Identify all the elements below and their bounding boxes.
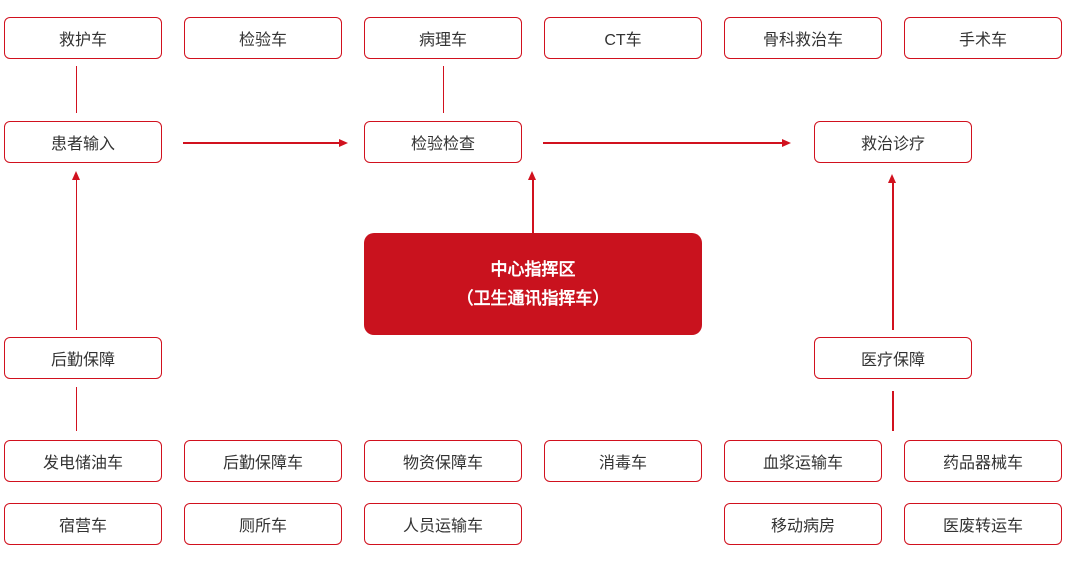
node-command-center: 中心指挥区 （卫生通讯指挥车） <box>364 233 702 335</box>
arrow-command-to-examination-line <box>532 179 534 233</box>
command-center-subtitle: （卫生通讯指挥车） <box>456 289 610 308</box>
node-medical-support: 医疗保障 <box>814 337 972 379</box>
arrow-patient-intake-to-examination-line <box>183 142 339 144</box>
node-treatment: 救治诊疗 <box>814 121 972 163</box>
node-orthopedic-vehicle: 骨科救治车 <box>724 17 882 59</box>
arrow-examination-to-treatment-line <box>543 142 782 144</box>
node-ambulance: 救护车 <box>4 17 162 59</box>
node-surgery-vehicle: 手术车 <box>904 17 1062 59</box>
node-personnel-vehicle: 人员运输车 <box>364 503 522 545</box>
node-lab-test-vehicle: 检验车 <box>184 17 342 59</box>
arrow-command-to-examination-head-icon <box>528 171 537 180</box>
connector-logistics-to-power-vehicle <box>75 387 77 431</box>
command-center-title: 中心指挥区 <box>490 260 576 279</box>
connector-pathology-to-examination <box>442 66 444 113</box>
arrow-logistics-to-patient-intake-head-icon <box>71 171 80 180</box>
node-patient-intake: 患者输入 <box>4 121 162 163</box>
node-examination: 检验检查 <box>364 121 522 163</box>
node-ct-vehicle: CT车 <box>544 17 702 59</box>
node-logistics-vehicle: 后勤保障车 <box>184 440 342 482</box>
arrow-logistics-to-patient-intake-line <box>75 179 77 330</box>
node-toilet-vehicle: 厕所车 <box>184 503 342 545</box>
connector-medical-support-down <box>892 391 894 431</box>
node-medical-waste-vehicle: 医废转运车 <box>904 503 1062 545</box>
arrow-examination-to-treatment-head-icon <box>782 138 791 147</box>
node-mobile-ward: 移动病房 <box>724 503 882 545</box>
arrow-medical-to-treatment-head-icon <box>888 174 897 183</box>
node-camp-vehicle: 宿营车 <box>4 503 162 545</box>
arrow-medical-to-treatment-line <box>892 182 894 330</box>
node-plasma-vehicle: 血浆运输车 <box>724 440 882 482</box>
node-supply-vehicle: 物资保障车 <box>364 440 522 482</box>
connector-ambulance-to-patient-intake <box>75 66 77 113</box>
arrow-patient-intake-to-examination-head-icon <box>339 138 348 147</box>
node-logistics-support: 后勤保障 <box>4 337 162 379</box>
node-power-oil-vehicle: 发电储油车 <box>4 440 162 482</box>
node-medicine-equipment-vehicle: 药品器械车 <box>904 440 1062 482</box>
node-disinfection-vehicle: 消毒车 <box>544 440 702 482</box>
node-pathology-vehicle: 病理车 <box>364 17 522 59</box>
